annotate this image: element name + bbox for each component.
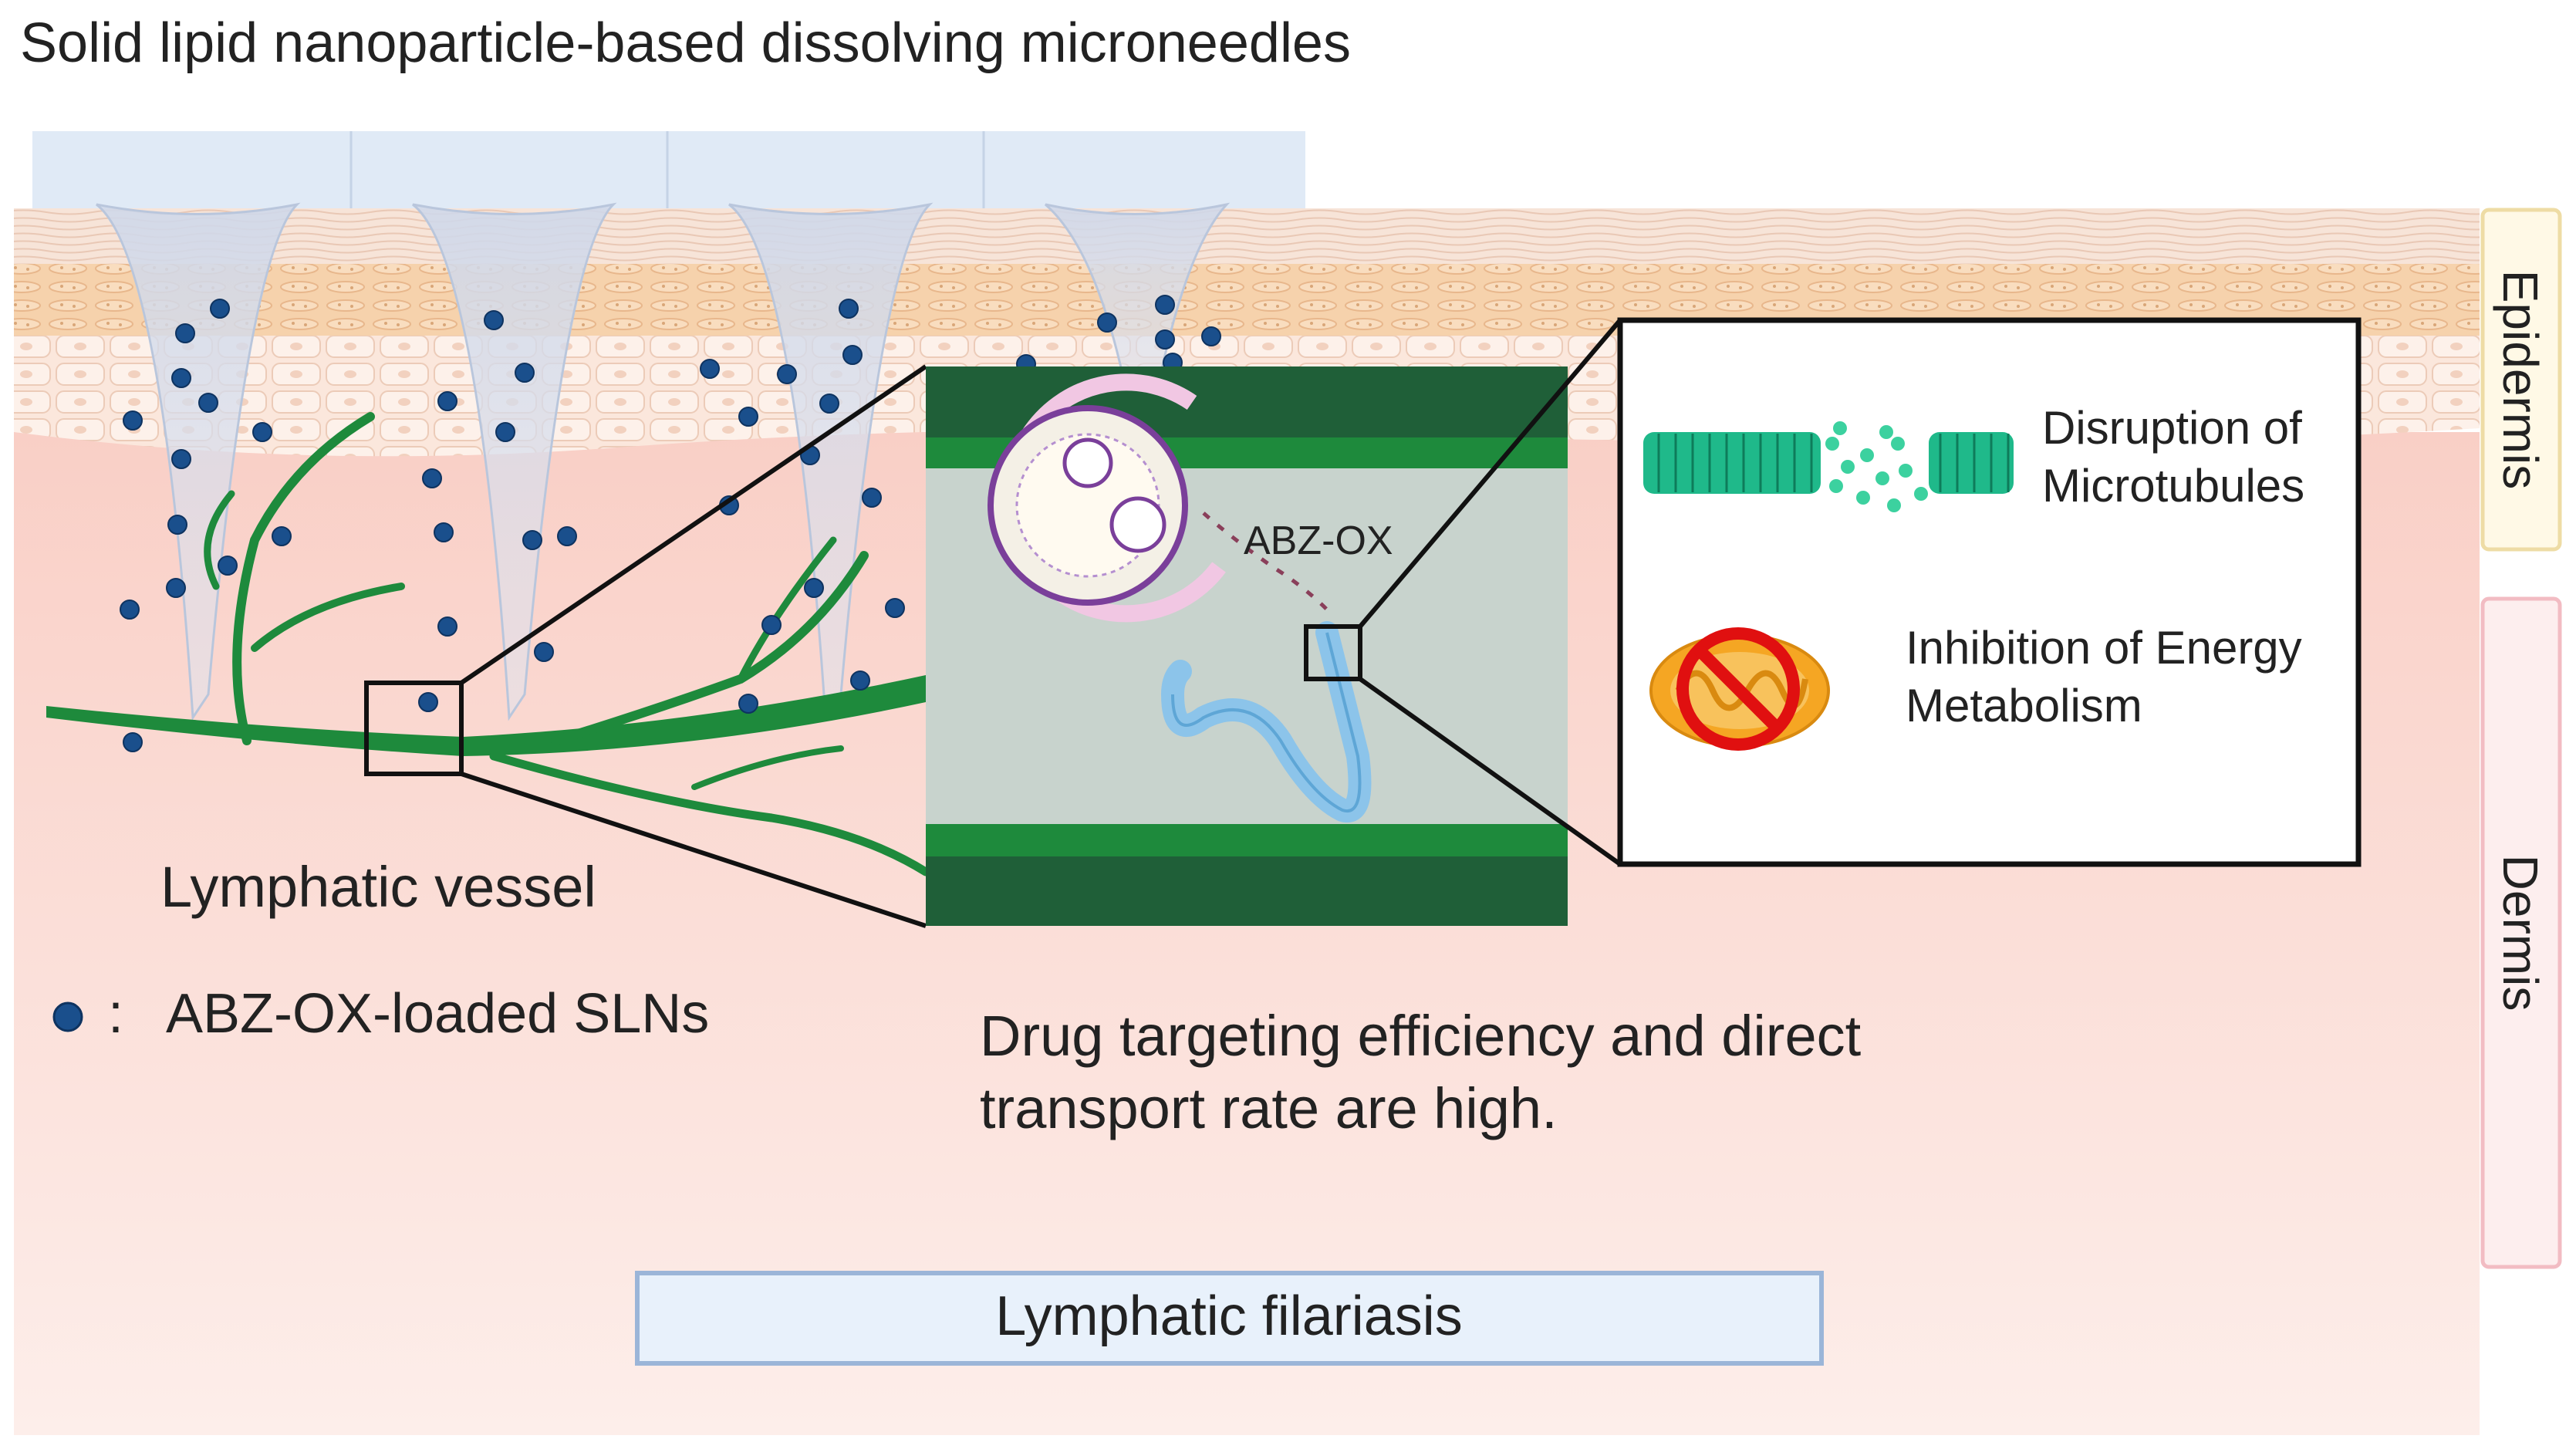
vessel-wall-top — [926, 366, 1568, 437]
sln-particle — [761, 615, 782, 635]
sln-particle — [534, 642, 554, 662]
vessel-zoom-indicator — [364, 364, 927, 928]
sln-particle — [738, 694, 758, 714]
mechanism-panel: Disruption of Microtubules Inhibition of… — [1617, 317, 2362, 867]
legend: : ABZ-OX-loaded SLNs — [52, 983, 709, 1045]
sln-particle — [1155, 295, 1175, 315]
sln-particle — [557, 526, 577, 546]
mechanism-2-line2: Metabolism — [1906, 680, 2142, 731]
vessel-wall-bottom — [926, 856, 1568, 926]
sln-particle — [437, 391, 457, 411]
sln-particle — [272, 526, 292, 546]
disease-box: Lymphatic filariasis — [635, 1271, 1824, 1366]
microneedle — [1045, 202, 1231, 434]
sln-particle — [434, 522, 454, 542]
lymphatic-vessel-label: Lymphatic vessel — [160, 855, 596, 919]
sln-legend-swatch — [52, 1001, 83, 1032]
sln-particle — [175, 323, 195, 343]
microneedle-patch — [32, 131, 1305, 721]
sln-particle — [167, 515, 187, 535]
sln-particle — [850, 670, 870, 691]
sln-particle — [123, 732, 143, 752]
sln-particle — [1097, 312, 1117, 333]
sln-particle — [885, 598, 905, 618]
sln-particle — [171, 449, 191, 469]
sln-particle — [738, 407, 758, 427]
mechanism-2-line1: Inhibition of Energy — [1906, 622, 2302, 674]
patch-backing — [32, 131, 1305, 208]
mechanism-1-line2: Microtubules — [2042, 460, 2304, 512]
sln-particle — [700, 359, 720, 379]
microtubule-icon — [1643, 421, 2014, 512]
sln-particle — [171, 368, 191, 388]
drug-label: ABZ-OX — [1244, 518, 1393, 563]
sln-particle — [522, 530, 542, 550]
mitochondria-inhibited-icon — [1649, 627, 1830, 751]
worm-zoom-box — [1304, 624, 1362, 681]
legend-separator: : — [108, 983, 123, 1045]
sln-particle — [252, 422, 272, 442]
disease-label: Lymphatic filariasis — [995, 1285, 1463, 1347]
lymphatic-vessel — [46, 412, 930, 876]
sln-particle — [422, 468, 442, 488]
lymph-zoom-panel: ABZ-OX — [926, 319, 1622, 926]
sln-particle — [120, 600, 140, 620]
figure-title: Solid lipid nanoparticle-based dissolvin… — [20, 12, 1351, 74]
microneedle — [96, 202, 301, 721]
sln-particle — [842, 345, 863, 365]
sln-particle — [1155, 329, 1175, 350]
dermis-label: Dermis — [2493, 855, 2548, 1012]
sln-particle — [418, 692, 438, 712]
sln-particle — [515, 363, 535, 383]
sln-particle — [198, 393, 218, 413]
sln-particle — [495, 422, 515, 442]
sln-particle — [804, 578, 824, 598]
sln-particle — [166, 578, 186, 598]
legend-sln-label: ABZ-OX-loaded SLNs — [166, 983, 709, 1045]
epidermis-tag: Epidermis — [2480, 208, 2562, 552]
sln-particle — [862, 488, 882, 508]
statement-line-2: transport rate are high. — [980, 1076, 1558, 1140]
sln-particle — [218, 556, 238, 576]
mechanism-1-line1: Disruption of — [2042, 402, 2302, 454]
microneedle — [728, 202, 934, 721]
sln-particle — [777, 364, 797, 384]
vessel-zoom-box — [364, 681, 464, 776]
sln-particle — [437, 616, 457, 637]
epidermis-label: Epidermis — [2493, 270, 2548, 490]
statement-line-1: Drug targeting efficiency and direct — [980, 1004, 1862, 1068]
sln-particle — [210, 299, 230, 319]
sln-particle — [484, 310, 504, 330]
sln-particles — [120, 295, 1221, 752]
stratum-corneum — [14, 208, 2480, 264]
sln-particle — [1201, 326, 1221, 346]
sln-nanoparticle — [988, 373, 1329, 623]
sln-particle — [819, 393, 839, 414]
sln-particle — [839, 299, 859, 319]
sln-particle — [123, 410, 143, 431]
dermis-tag: Dermis — [2480, 596, 2562, 1269]
microneedle — [412, 202, 617, 721]
